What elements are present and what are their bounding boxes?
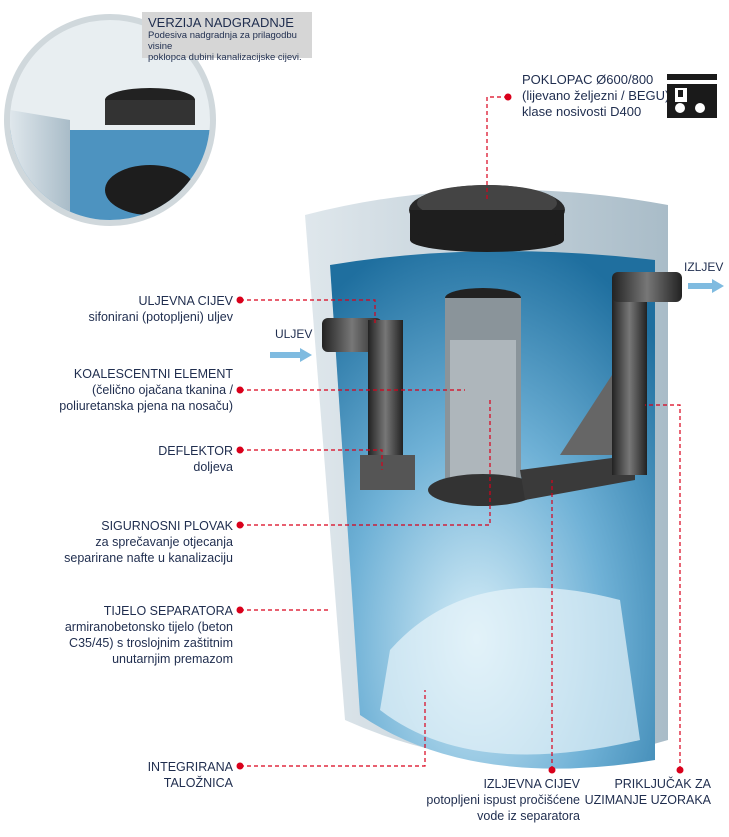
inset-text: poklopca dubini kanalizacijske cijevi. xyxy=(148,52,302,63)
label-text: armiranobetonsko tijelo (beton xyxy=(64,620,233,634)
label-text: sifonirani (potopljeni) uljev xyxy=(88,310,233,324)
inset-text: Podesiva nadgradnja za prilagodbu visine xyxy=(148,30,297,52)
inset-circle xyxy=(4,14,216,226)
inset-caption: VERZIJA NADGRADNJE Podesiva nadgradnja z… xyxy=(142,12,312,63)
label-separator-body: TIJELO SEPARATORA armiranobetonsko tijel… xyxy=(65,603,233,667)
label-title: DEFLEKTOR xyxy=(158,444,233,458)
label-inlet-pipe: ULJEVNA CIJEV sifonirani (potopljeni) ul… xyxy=(88,293,233,325)
label-text: potopljeni ispust pročišćene xyxy=(426,793,580,807)
label-title: INTEGRIRANA xyxy=(147,760,233,774)
label-title: SIGURNOSNI PLOVAK xyxy=(101,519,233,533)
label-text: (čelično ojačana tkanina / xyxy=(91,383,233,397)
inlet-pipe xyxy=(322,318,382,352)
label-title: POKLOPAC Ø600/800 xyxy=(522,72,654,87)
label-deflector: DEFLEKTOR doljeva xyxy=(158,443,233,475)
inset-title: VERZIJA NADGRADNJE xyxy=(148,15,294,30)
label-text: UZIMANJE UZORAKA xyxy=(584,793,711,807)
label-title: PRIKLJUČAK ZA xyxy=(614,777,711,791)
label-sedimentation-tank: INTEGRIRANA TALOŽNICA xyxy=(148,759,233,791)
label-text: (lijevano željezni / BEGU) xyxy=(522,88,670,103)
leader-dots xyxy=(236,93,684,774)
label-title: ULJEVNA CIJEV xyxy=(138,294,233,308)
label-sampling-port: PRIKLJUČAK ZA UZIMANJE UZORAKA xyxy=(585,776,711,808)
leader-lines xyxy=(240,96,681,770)
label-text: klase nosivosti D400 xyxy=(522,104,642,119)
label-coalescent-element: KOALESCENTNI ELEMENT (čelično ojačana tk… xyxy=(59,366,233,414)
label-text: za sprečavanje otjecanja xyxy=(95,535,233,549)
outlet-flow-label: IZLJEV xyxy=(684,260,724,274)
truck-load-class-icon xyxy=(667,74,717,118)
label-safety-float: SIGURNOSNI PLOVAK za sprečavanje otjecan… xyxy=(64,518,233,566)
outlet-pipe xyxy=(520,455,635,500)
label-text: C35/45) s troslojnim zaštitnim xyxy=(69,636,233,650)
label-title: TIJELO SEPARATORA xyxy=(103,604,233,618)
label-text: poliuretanska pjena na nosaču) xyxy=(59,399,233,413)
label-text: doljeva xyxy=(193,460,233,474)
label-outlet-pipe: IZLJEVNA CIJEV potopljeni ispust pročišć… xyxy=(426,776,580,824)
label-text: vode iz separatora xyxy=(477,809,580,823)
lid-label: POKLOPAC Ø600/800 (lijevano željezni / B… xyxy=(522,72,669,120)
label-title: IZLJEVNA CIJEV xyxy=(483,777,580,791)
label-text: separirane nafte u kanalizaciju xyxy=(64,551,233,565)
inlet-flow-label: ULJEV xyxy=(275,327,313,341)
label-title: KOALESCENTNI ELEMENT xyxy=(73,367,233,381)
label-text: unutarnjim premazom xyxy=(112,652,233,666)
label-text: TALOŽNICA xyxy=(163,776,233,790)
